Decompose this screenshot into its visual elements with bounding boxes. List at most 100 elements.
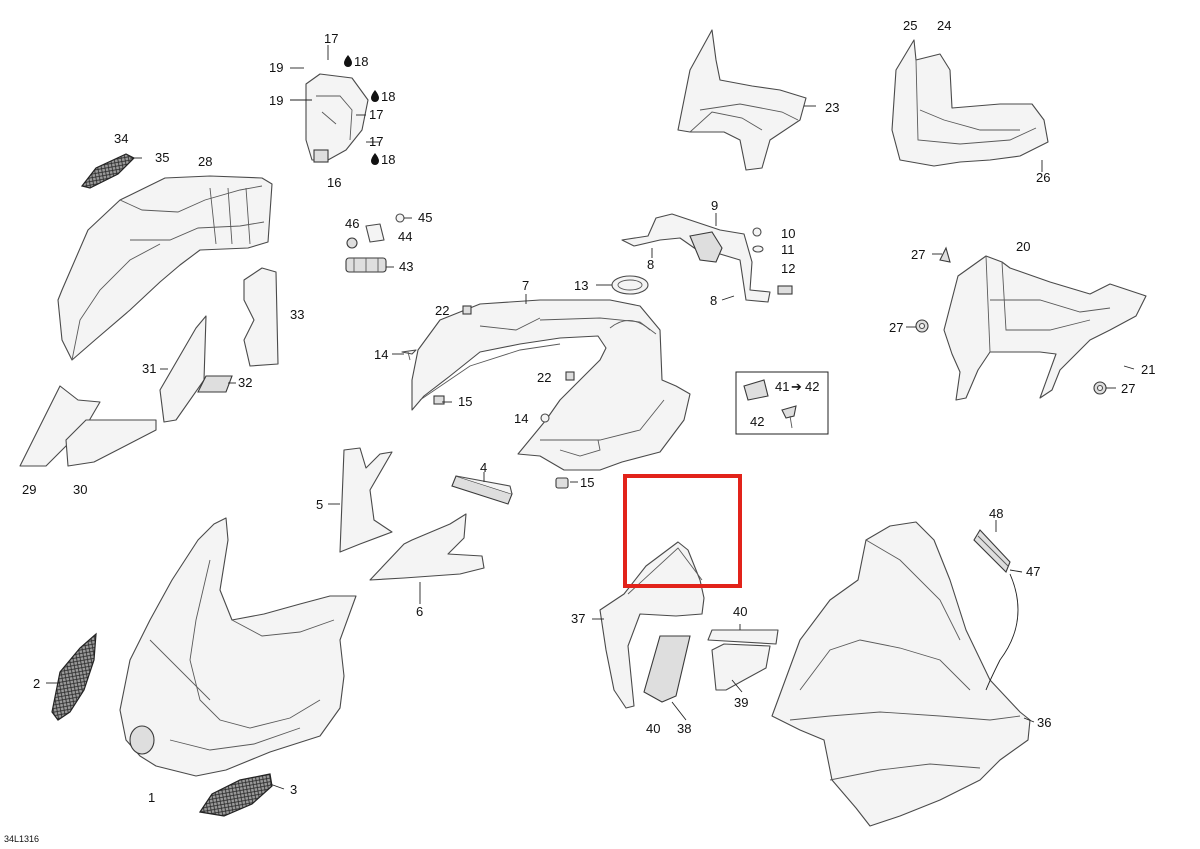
callout-34: 34 <box>114 131 128 146</box>
callout-29: 29 <box>22 482 36 497</box>
callout-23: 23 <box>825 100 839 115</box>
callout-18-c: 18 <box>381 152 395 167</box>
part-15-clip-b <box>555 477 569 489</box>
part-16-bracket <box>305 73 369 163</box>
part-1-front-hood <box>119 517 357 777</box>
callout-39: 39 <box>734 695 748 710</box>
callout-10: 10 <box>781 226 795 241</box>
part-4-foam-strip <box>451 475 513 505</box>
arrow-41-42-icon: ➔ <box>791 379 802 394</box>
drop-icon <box>344 55 352 67</box>
part-36-side-panel <box>771 521 1031 827</box>
callout-28: 28 <box>198 154 212 169</box>
part-41-42-callout-box <box>735 371 829 435</box>
callout-12: 12 <box>781 261 795 276</box>
callout-42-a: 42 <box>805 379 819 394</box>
highlight-box <box>623 474 742 588</box>
callout-27-a: 27 <box>911 247 925 262</box>
part-14-screw-b <box>540 413 550 423</box>
callout-17-c: 17 <box>369 134 383 149</box>
callout-20: 20 <box>1016 239 1030 254</box>
drop-icons <box>344 55 379 165</box>
callout-17-a: 17 <box>324 31 338 46</box>
callout-labels: 1 2 3 4 5 6 7 8 8 9 10 11 12 13 14 14 15… <box>22 18 1155 805</box>
callout-30: 30 <box>73 482 87 497</box>
callout-37: 37 <box>571 611 585 626</box>
callout-18-a: 18 <box>354 54 368 69</box>
part-22-clip-b <box>565 371 575 381</box>
part-2-grille <box>51 632 97 721</box>
reference-code: 34L1316 <box>4 834 39 844</box>
part-27-grommet-b <box>915 319 929 333</box>
part-22-clip-a <box>462 305 472 315</box>
callout-36: 36 <box>1037 715 1051 730</box>
part-44-clip <box>365 223 385 243</box>
callout-5: 5 <box>316 497 323 512</box>
part-27-grommet-c <box>1093 381 1107 395</box>
part-27-grommet-a <box>939 246 951 263</box>
callout-22-b: 22 <box>537 370 551 385</box>
callout-6: 6 <box>416 604 423 619</box>
callout-35: 35 <box>155 150 169 165</box>
part-23-windshield <box>677 29 807 171</box>
part-3-grille <box>198 773 273 817</box>
callout-16: 16 <box>327 175 341 190</box>
callout-46: 46 <box>345 216 359 231</box>
part-30-panel <box>65 419 157 467</box>
part-39-foam <box>711 643 771 691</box>
part-38-foam <box>643 635 691 703</box>
callout-4: 4 <box>480 460 487 475</box>
drop-icon <box>371 90 379 102</box>
callout-19-a: 19 <box>269 60 283 75</box>
part-6-foam <box>369 513 485 581</box>
part-13-ring <box>611 275 649 295</box>
part-34-grille <box>80 153 136 189</box>
callout-22-a: 22 <box>435 303 449 318</box>
callout-48: 48 <box>989 506 1003 521</box>
part-28-side-panel <box>57 175 273 361</box>
callout-33: 33 <box>290 307 304 322</box>
callout-44: 44 <box>398 229 412 244</box>
callout-40-b: 40 <box>646 721 660 736</box>
callout-27-b: 27 <box>889 320 903 335</box>
callout-26: 26 <box>1036 170 1050 185</box>
part-32-pad <box>197 375 233 393</box>
callout-21: 21 <box>1141 362 1155 377</box>
callout-27-c: 27 <box>1121 381 1135 396</box>
callout-14-b: 14 <box>514 411 528 426</box>
callout-43: 43 <box>399 259 413 274</box>
callout-47: 47 <box>1026 564 1040 579</box>
callout-17-b: 17 <box>369 107 383 122</box>
callout-1: 1 <box>148 790 155 805</box>
drop-icon <box>371 153 379 165</box>
callout-11: 11 <box>781 242 795 257</box>
part-47-handle <box>973 529 1011 573</box>
part-11-washer <box>752 245 764 253</box>
part-12-clip <box>777 285 793 295</box>
part-7-center-body <box>411 299 691 471</box>
callout-15-b: 15 <box>580 475 594 490</box>
part-9-bracket <box>621 213 771 303</box>
part-46-nut <box>346 237 358 249</box>
callout-8-a: 8 <box>647 257 654 272</box>
callout-14-a: 14 <box>374 347 388 362</box>
callout-15-a: 15 <box>458 394 472 409</box>
part-24-25-shroud <box>891 39 1049 167</box>
part-37-panel <box>599 541 705 709</box>
callout-8-b: 8 <box>710 293 717 308</box>
callout-32: 32 <box>238 375 252 390</box>
leader-lines <box>46 45 1135 790</box>
part-45-screw <box>395 213 405 223</box>
callout-45: 45 <box>418 210 432 225</box>
callout-13: 13 <box>574 278 588 293</box>
callout-42-b: 42 <box>750 414 764 429</box>
callout-2: 2 <box>33 676 40 691</box>
part-29-panel <box>19 385 101 467</box>
callout-7: 7 <box>522 278 529 293</box>
callout-19-b: 19 <box>269 93 283 108</box>
part-33-pad <box>243 267 279 367</box>
callout-18-b: 18 <box>381 89 395 104</box>
part-14-screw-a <box>401 349 417 361</box>
callout-9: 9 <box>711 198 718 213</box>
